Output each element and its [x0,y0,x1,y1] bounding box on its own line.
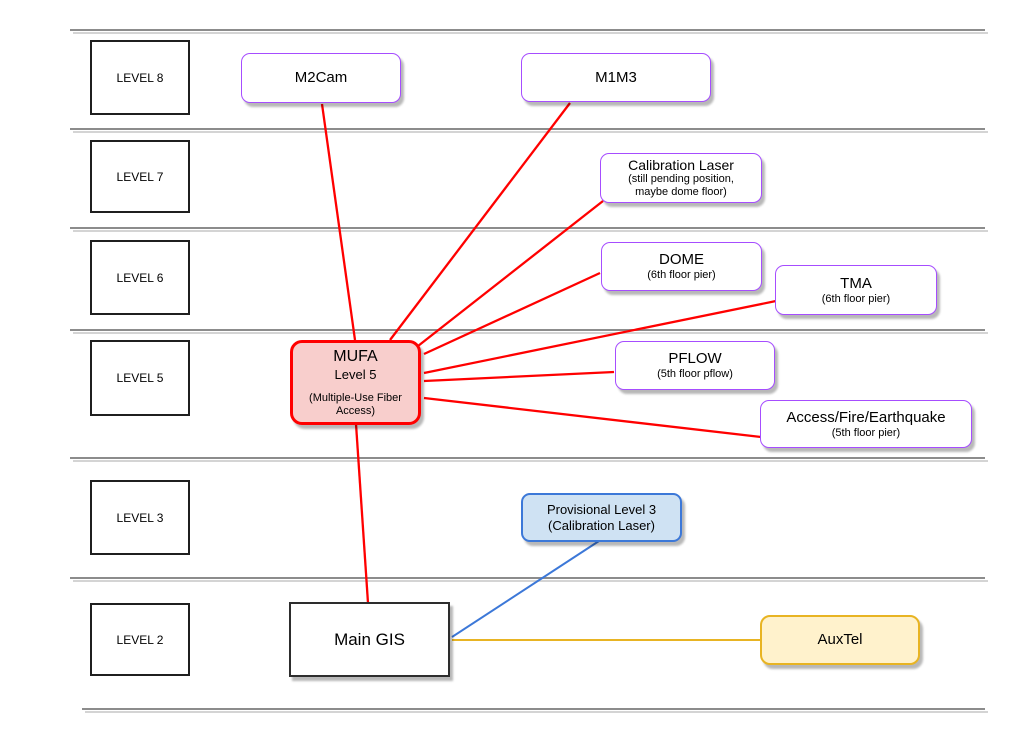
level-label: LEVEL 7 [116,169,164,184]
level-label: LEVEL 8 [116,70,164,85]
node-label: Access/Fire/Earthquake [786,408,946,426]
edge-mufa-tma[interactable] [423,299,777,375]
node-label: M1M3 [595,68,637,86]
edge-mufa-m2cam[interactable] [320,103,357,341]
level-box-2[interactable]: LEVEL 2 [90,603,190,676]
edge-main-gis-provisional-level3[interactable] [451,540,600,638]
edge-mufa-calibration-laser[interactable] [417,200,604,347]
node-label: Provisional Level 3 [546,501,657,517]
node-note: (Calibration Laser) [548,517,655,533]
level-box-7[interactable]: LEVEL 7 [90,140,190,213]
node-label: DOME [659,251,704,268]
edge-mufa-access-fire-earthquake[interactable] [423,396,762,439]
node-note: maybe dome floor) [635,186,727,198]
node-note: (6th floor pier) [821,292,891,305]
node-label: Calibration Laser [628,157,734,173]
node-m1m3[interactable]: M1M3 [521,53,711,102]
node-note: (5th floor pflow) [657,368,733,380]
node-label: Main GIS [334,629,405,649]
node-label: TMA [840,274,872,292]
node-label: PFLOW [668,350,722,367]
level-box-3[interactable]: LEVEL 3 [90,480,190,555]
node-note: (6th floor pier) [647,269,716,281]
node-label: MUFA [333,348,378,365]
edge-mufa-pflow[interactable] [423,370,615,383]
node-mufa[interactable]: MUFA Level 5 (Multiple-Use Fiber Access) [290,340,421,425]
node-provisional-level3[interactable]: Provisional Level 3 (Calibration Laser) [521,493,682,542]
node-m2cam[interactable]: M2Cam [241,53,401,103]
node-dome[interactable]: DOME (6th floor pier) [601,242,762,291]
node-auxtel[interactable]: AuxTel [760,615,920,665]
node-note: (Multiple-Use Fiber Access) [309,392,402,417]
node-access-fire-earthquake[interactable]: Access/Fire/Earthquake (5th floor pier) [760,400,972,448]
edge-mufa-main-gis[interactable] [354,423,370,604]
node-pflow[interactable]: PFLOW (5th floor pflow) [615,341,775,390]
level-box-8[interactable]: LEVEL 8 [90,40,190,115]
node-label: AuxTel [817,631,863,648]
edge-mufa-dome[interactable] [423,271,601,356]
edge-mufa-m1m3[interactable] [389,102,571,341]
level-label: LEVEL 2 [116,632,164,647]
level-label: LEVEL 5 [116,371,164,385]
node-sublabel: Level 5 [334,367,377,382]
node-main-gis[interactable]: Main GIS [289,602,450,677]
level-label: LEVEL 3 [116,510,164,525]
node-calibration-laser[interactable]: Calibration Laser (still pending positio… [600,153,762,203]
node-note: (5th floor pier) [831,426,901,439]
level-box-6[interactable]: LEVEL 6 [90,240,190,315]
level-label: LEVEL 6 [116,270,164,285]
node-tma[interactable]: TMA (6th floor pier) [775,265,937,315]
level-box-5[interactable]: LEVEL 5 [90,340,190,416]
node-note: (still pending position, [628,173,734,185]
node-label: M2Cam [294,69,348,86]
